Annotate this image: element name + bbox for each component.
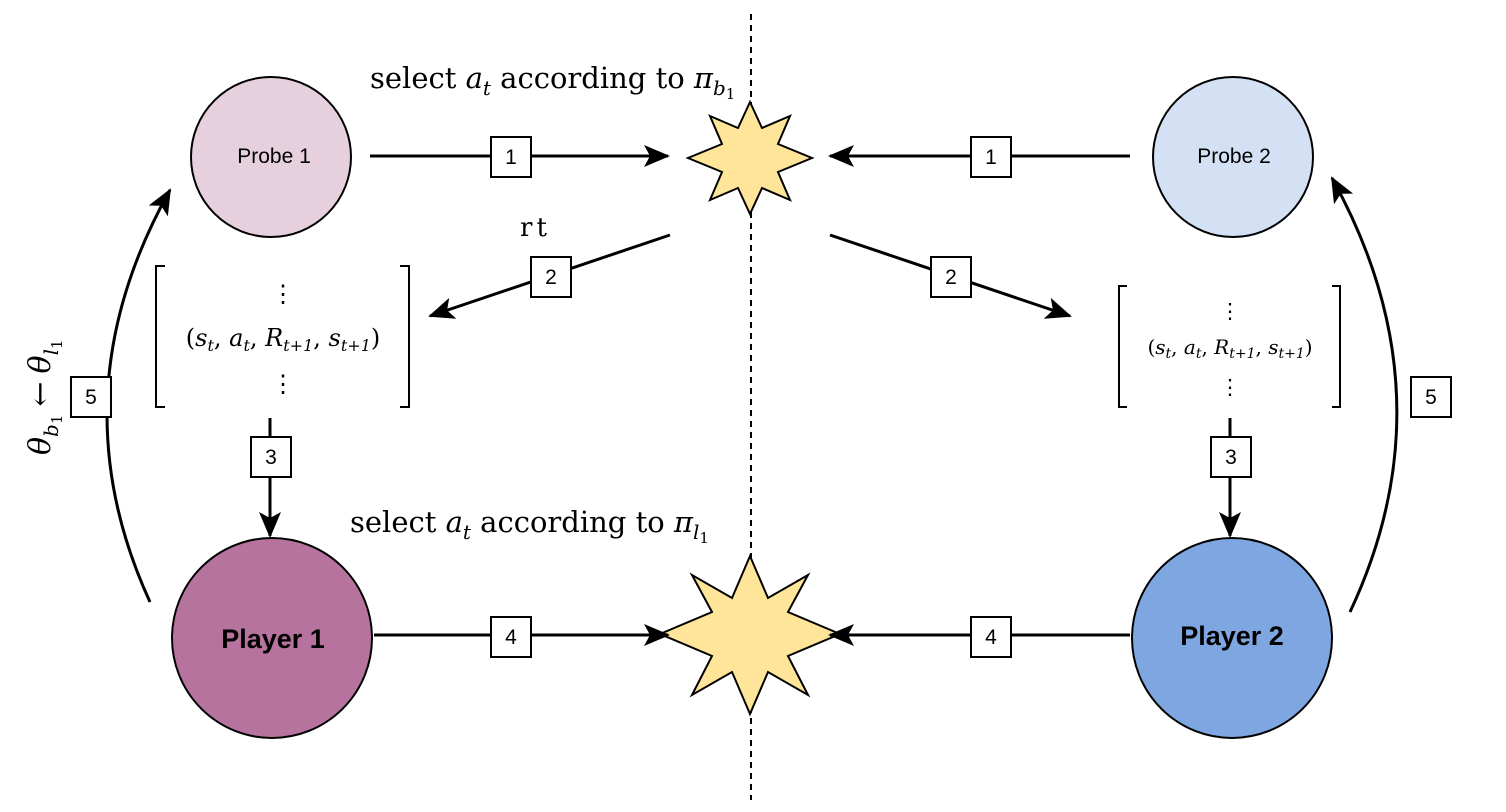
step-badge-3-left: 3 [250, 436, 292, 478]
memory-dots-bottom: ⋮ [271, 370, 295, 398]
player-2-label: Player 2 [1180, 621, 1284, 651]
bracket-left [1118, 285, 1127, 408]
memory-buffer-right: ⋮ (st, at, Rt+1, st+1) ⋮ [1118, 285, 1341, 408]
memory-dots-bottom: ⋮ [1220, 375, 1241, 399]
svg-text:3: 3 [265, 446, 277, 469]
step-badge-1-left: 1 [490, 136, 532, 178]
step-badge-2-right: 2 [930, 256, 972, 298]
memory-tuple: (st, at, Rt+1, st+1) [1147, 335, 1312, 362]
memory-buffer-left: ⋮ (st, at, Rt+1, st+1) ⋮ [155, 265, 410, 408]
step-badge-3-right: 3 [1210, 436, 1252, 478]
probe-1-node[interactable] [190, 76, 352, 238]
update-rule-label: θb1←θl1 [23, 339, 66, 455]
step-badge-5-left: 5 [70, 376, 112, 418]
probe-2-node[interactable] [1152, 76, 1314, 238]
svg-text:4: 4 [505, 626, 517, 649]
probe-game-star[interactable] [685, 99, 815, 217]
svg-text:2: 2 [545, 266, 557, 289]
player-2-node[interactable] [1131, 537, 1333, 739]
top-select-caption: select at according to πb1 [370, 61, 735, 103]
player-game-star[interactable] [657, 553, 843, 717]
bottom-select-caption: select at according to πl1 [350, 505, 709, 547]
svg-text:4: 4 [985, 626, 997, 649]
svg-text:3: 3 [1225, 446, 1237, 469]
step-badge-1-right: 1 [970, 136, 1012, 178]
bracket-left [155, 265, 165, 408]
memory-tuple: (st, at, Rt+1, st+1) [186, 324, 381, 355]
bracket-right [400, 265, 410, 408]
player-1-node[interactable] [171, 537, 373, 739]
arrow-player2-to-probe2 [1330, 176, 1399, 613]
svg-text:2: 2 [945, 266, 957, 289]
svg-text:1: 1 [505, 146, 517, 169]
step-badge-2-left: 2 [530, 256, 572, 298]
svg-text:1: 1 [985, 146, 997, 169]
memory-dots-top: ⋮ [271, 280, 295, 308]
step-badge-5-right: 5 [1410, 376, 1452, 418]
probe-2-label: Probe 2 [1197, 145, 1271, 168]
svg-text:5: 5 [85, 386, 97, 409]
svg-text:5: 5 [1425, 386, 1437, 409]
step-badge-4-left: 4 [490, 616, 532, 658]
player-1-label: Player 1 [221, 624, 325, 654]
probe-1-label: Probe 1 [237, 145, 311, 168]
step-badge-4-right: 4 [970, 616, 1012, 658]
bracket-right [1332, 285, 1341, 408]
arrow-player1-to-probe1 [105, 188, 172, 603]
memory-dots-top: ⋮ [1220, 299, 1241, 323]
